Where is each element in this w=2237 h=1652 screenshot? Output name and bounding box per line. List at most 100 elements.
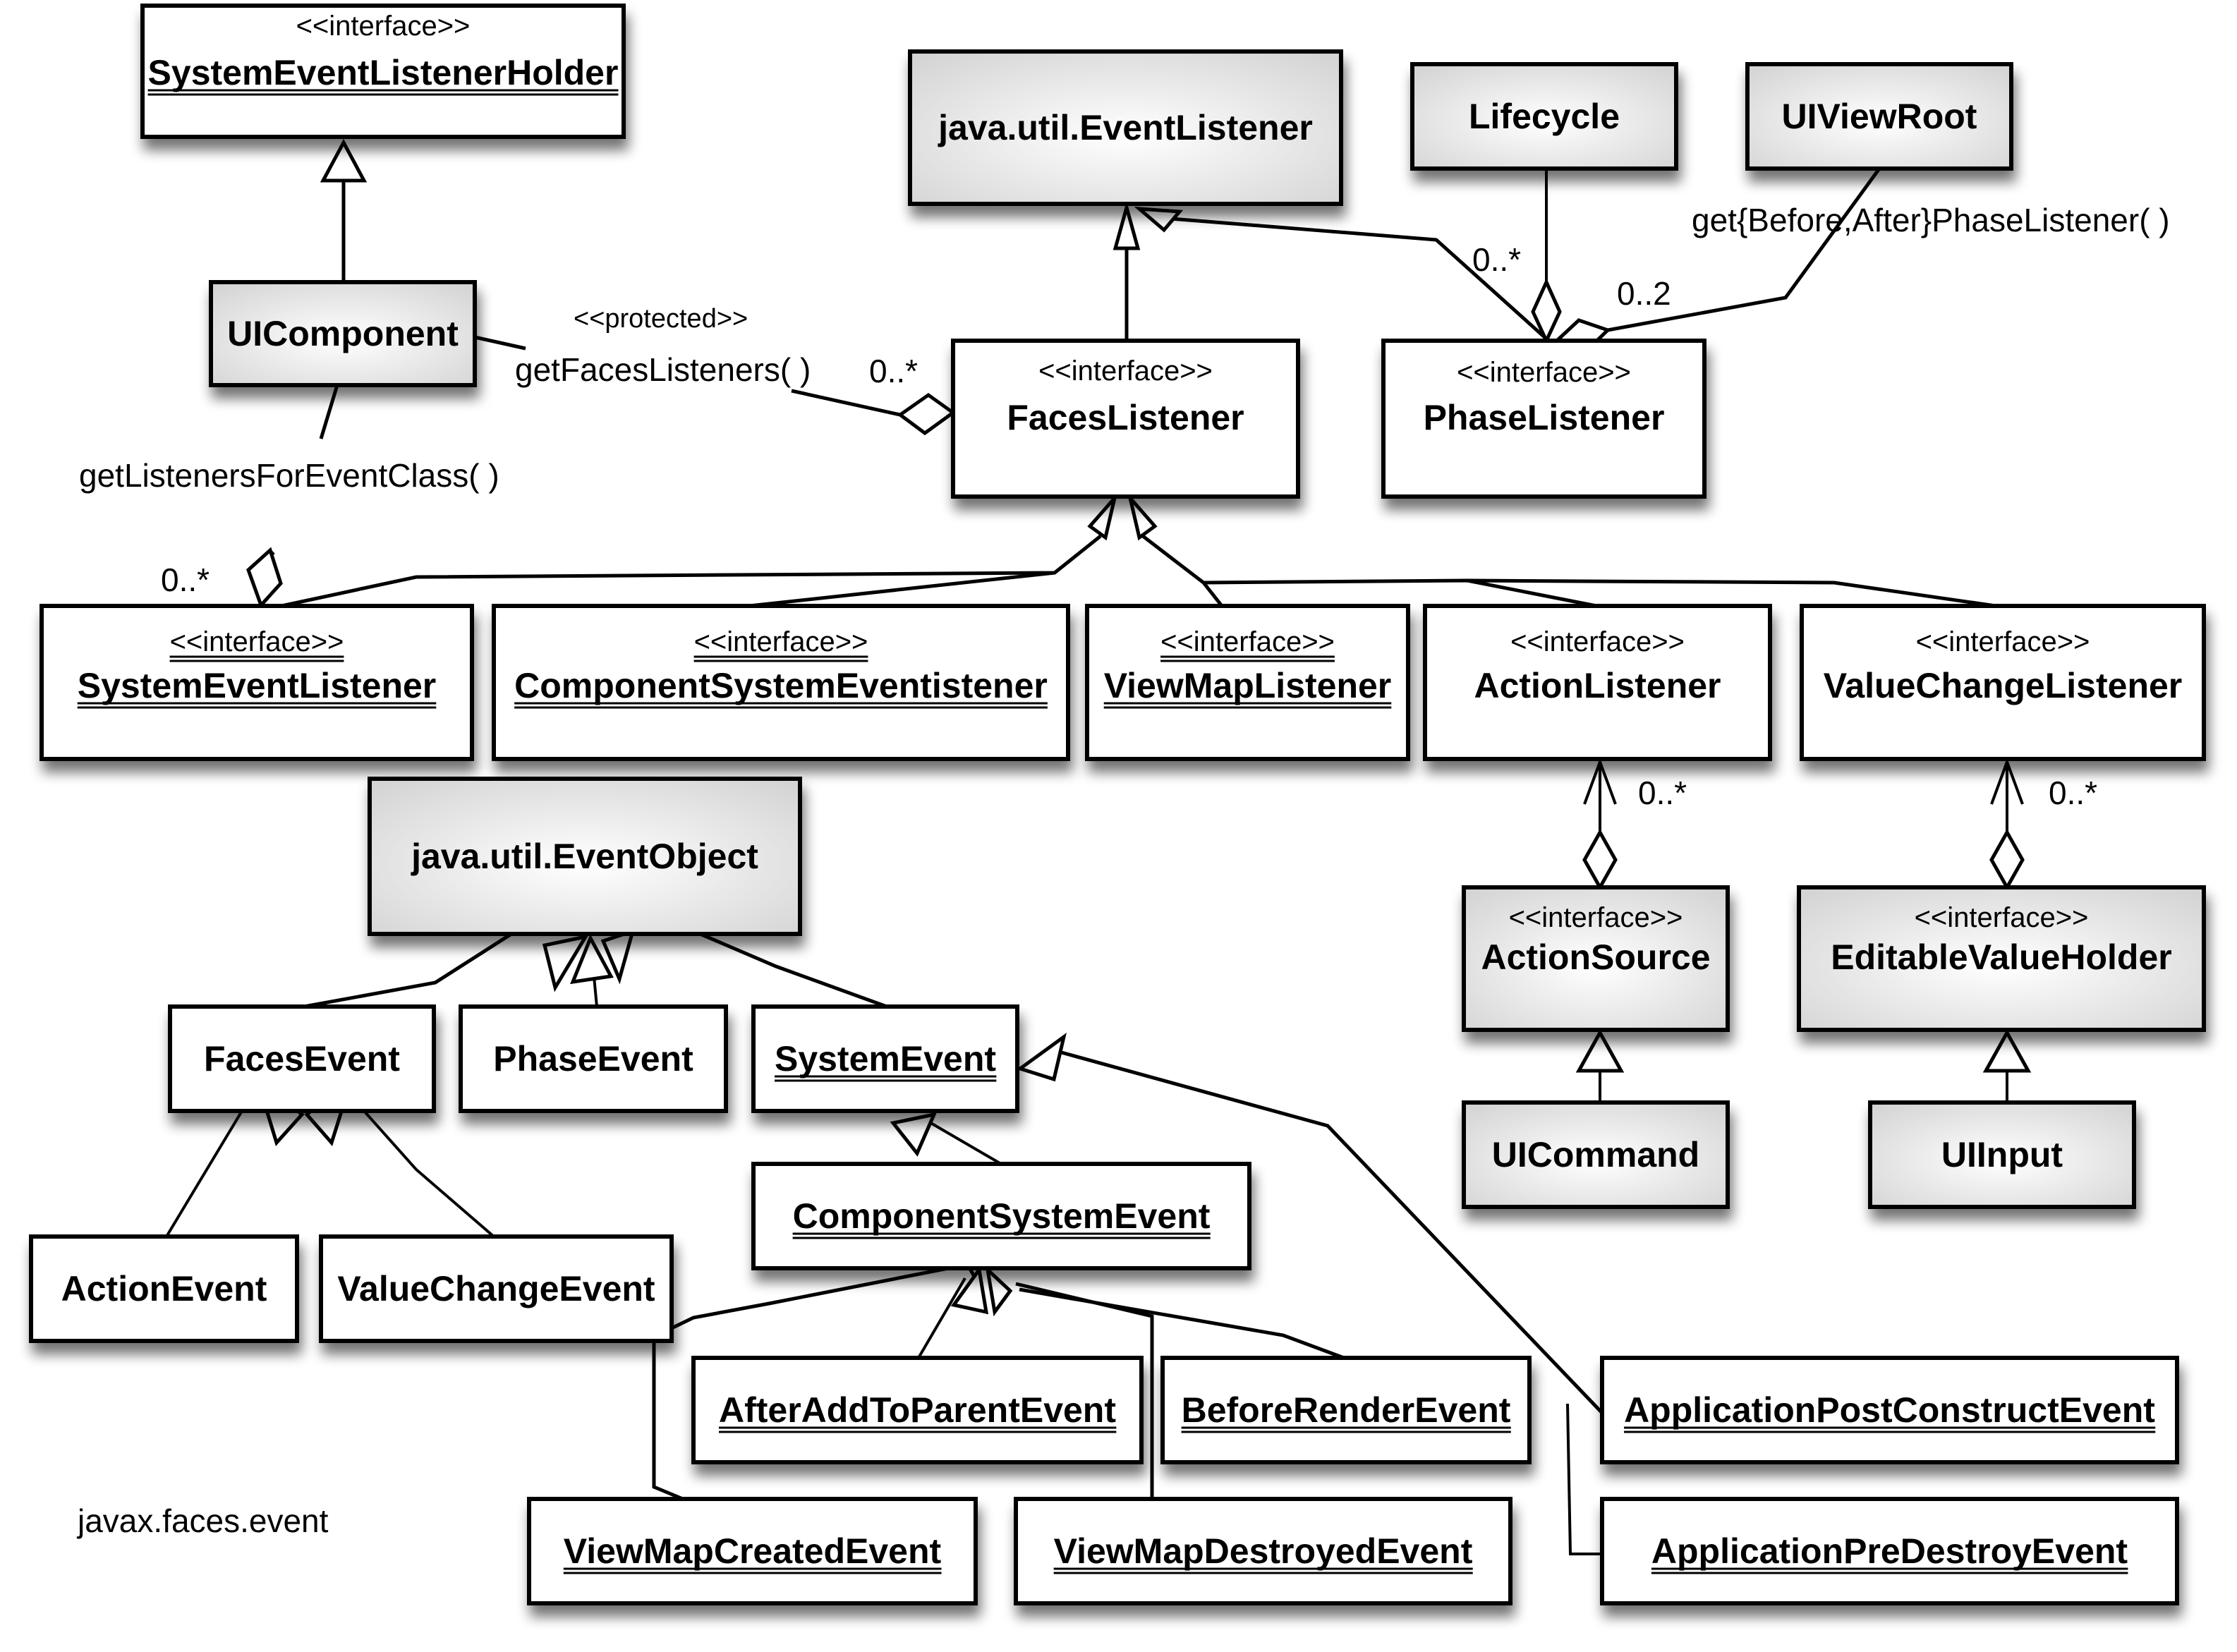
class-box-component-system-event[interactable]: ComponentSystemEvent	[751, 1162, 1251, 1270]
class-box-view-map-destroyed-event[interactable]: ViewMapDestroyedEvent	[1014, 1497, 1512, 1605]
class-box-frame	[1797, 885, 2206, 1032]
class-box-faces-event[interactable]: FacesEvent	[168, 1004, 436, 1113]
class-box-uicommand[interactable]: UICommand	[1462, 1100, 1730, 1209]
generalization-arrowhead	[320, 138, 368, 183]
class-name: FacesListener	[1007, 398, 1244, 437]
class-name: AfterAddToParentEvent	[719, 1390, 1116, 1430]
class-stereotype: <<interface>>	[1915, 902, 2089, 933]
class-box-action-source[interactable]: <<interface>> ActionSource	[1462, 885, 1730, 1032]
class-box-frame	[140, 4, 626, 139]
generalization-arrowhead	[1575, 1028, 1625, 1073]
class-name: java.util.EventListener	[938, 108, 1313, 147]
class-box-uiinput[interactable]: UIInput	[1868, 1100, 2136, 1209]
class-name: ApplicationPreDestroyEvent	[1651, 1531, 2128, 1571]
class-box-phase-listener[interactable]: <<interface>>PhaseListener	[1381, 339, 1706, 499]
aggregation-uicomponent-faceslistener	[474, 335, 901, 417]
class-name: FacesEvent	[204, 1039, 400, 1079]
class-name: ValueChangeEvent	[337, 1269, 655, 1308]
class-box-frame	[1800, 604, 2206, 761]
generalization-phaselistener-eventlistener	[1170, 217, 1550, 342]
class-box-frame	[319, 1234, 674, 1343]
class-box-uiview-root[interactable]: UIViewRoot	[1745, 62, 2013, 171]
class-box-frame	[492, 604, 1070, 761]
class-box-faces-listener[interactable]: <<interface>>FacesListener	[951, 339, 1300, 499]
protected-stereotype-label: <<protected>>	[574, 304, 748, 334]
class-name: SystemEventListener	[78, 666, 437, 705]
generalization-componentsystemevent-systemevent	[927, 1120, 1002, 1165]
generalization-applicationpostconstructevent-systemevent	[1050, 1047, 1604, 1414]
class-box-after-add-to-parent-event[interactable]: AfterAddToParentEvent	[691, 1356, 1144, 1464]
class-name: ActionSource	[1481, 937, 1710, 977]
generalization-beforerenderevent-componentsystemevent	[1019, 1287, 1345, 1360]
class-stereotype: <<interface>>	[1160, 626, 1335, 657]
navigation-arrow	[1583, 758, 1617, 805]
class-box-lifecycle[interactable]: Lifecycle	[1410, 62, 1678, 171]
generalization-arrowhead	[570, 934, 614, 985]
class-box-frame	[209, 280, 477, 387]
class-stereotype: <<interface>>	[1457, 357, 1631, 388]
class-box-phase-event[interactable]: PhaseEvent	[459, 1004, 728, 1113]
class-box-frame	[168, 1004, 436, 1113]
navigation-arrow	[1990, 758, 2024, 805]
generalization-valuechangelistener-faceslistener	[1467, 578, 1996, 608]
package-label: javax.faces.event	[76, 1502, 329, 1539]
class-box-action-event[interactable]: ActionEvent	[29, 1234, 299, 1343]
class-box-before-render-event[interactable]: BeforeRenderEvent	[1160, 1356, 1532, 1464]
class-box-frame	[691, 1356, 1144, 1464]
class-name: UIInput	[1941, 1135, 2063, 1174]
class-box-system-event-listener[interactable]: <<interface>> SystemEventListener	[40, 604, 474, 761]
class-box-application-pre-destroy-event[interactable]: ApplicationPreDestroyEvent	[1600, 1497, 2179, 1605]
class-box-frame	[1085, 604, 1410, 761]
class-box-frame	[1160, 1356, 1532, 1464]
multiplicity-lifecycle: 0..*	[1472, 241, 1521, 278]
class-name: BeforeRenderEvent	[1182, 1390, 1511, 1430]
class-box-frame	[751, 1162, 1251, 1270]
stereotype-underline	[169, 655, 344, 662]
get-faces-listeners-label: getFacesListeners( )	[515, 351, 811, 388]
class-box-application-post-construct-event[interactable]: ApplicationPostConstructEvent	[1600, 1356, 2179, 1464]
class-box-editable-value-holder[interactable]: <<interface>> EditableValueHolder	[1797, 885, 2206, 1032]
stereotype-underline	[693, 655, 868, 662]
class-stereotype: <<interface>>	[170, 626, 344, 657]
class-box-frame	[368, 777, 802, 936]
class-box-frame	[1600, 1356, 2179, 1464]
class-boxes: <<interface>>SystemEventListenerHolderUI…	[29, 4, 2206, 1605]
generalization-arrowhead	[890, 1112, 938, 1157]
class-box-frame	[29, 1234, 299, 1343]
connector-labels: <<protected>> getFacesListeners( ) 0..* …	[76, 202, 2170, 1539]
class-box-event-object[interactable]: java.util.EventObject	[368, 777, 802, 936]
class-name: ComponentSystemEvent	[793, 1196, 1211, 1236]
class-name: EditableValueHolder	[1831, 937, 2171, 977]
aggregation-uiviewroot-phaselistener	[1607, 167, 1881, 332]
aggregation-diamond	[897, 392, 957, 436]
class-stereotype: <<interface>>	[1509, 902, 1683, 933]
class-box-system-event-listener-holder[interactable]: <<interface>>SystemEventListenerHolder	[140, 4, 626, 139]
generalization-systemeventlistener-faceslistener	[281, 535, 1102, 608]
class-name: UIViewRoot	[1782, 97, 1977, 136]
class-box-frame	[1410, 62, 1678, 171]
class-box-component-system-event-listener[interactable]: <<interface>>ComponentSystemEventistener	[492, 604, 1070, 761]
class-name: Lifecycle	[1469, 97, 1620, 136]
class-box-event-listener[interactable]: java.util.EventListener	[908, 49, 1343, 206]
class-box-view-map-listener[interactable]: <<interface>>ViewMapListener	[1085, 604, 1410, 761]
generalization-arrowhead	[1982, 1028, 2032, 1073]
class-box-value-change-listener[interactable]: <<interface>>ValueChangeListener	[1800, 604, 2206, 761]
class-name: SystemEventListenerHolder	[148, 53, 619, 92]
class-box-system-event[interactable]: SystemEvent	[751, 1004, 1019, 1113]
class-stereotype: <<interface>>	[1510, 626, 1685, 657]
class-box-value-change-event[interactable]: ValueChangeEvent	[319, 1234, 674, 1343]
class-name: PhaseEvent	[493, 1039, 693, 1079]
class-name: ActionListener	[1474, 666, 1721, 705]
class-box-action-listener[interactable]: <<interface>> ActionListener	[1423, 604, 1772, 761]
generalization-arrowhead	[1134, 206, 1184, 233]
generalization-componentsystemeventlistener-faceslistener	[748, 571, 1055, 608]
multiplicity-viewroot: 0..2	[1617, 275, 1671, 312]
class-name: ViewMapDestroyedEvent	[1054, 1531, 1473, 1571]
class-stereotype: <<interface>>	[1916, 626, 2090, 657]
class-box-uicomponent[interactable]: UIComponent	[209, 280, 477, 387]
multiplicity-system-event-listener: 0..*	[161, 561, 210, 598]
class-box-frame	[527, 1497, 978, 1605]
class-box-view-map-created-event[interactable]: ViewMapCreatedEvent	[527, 1497, 978, 1605]
